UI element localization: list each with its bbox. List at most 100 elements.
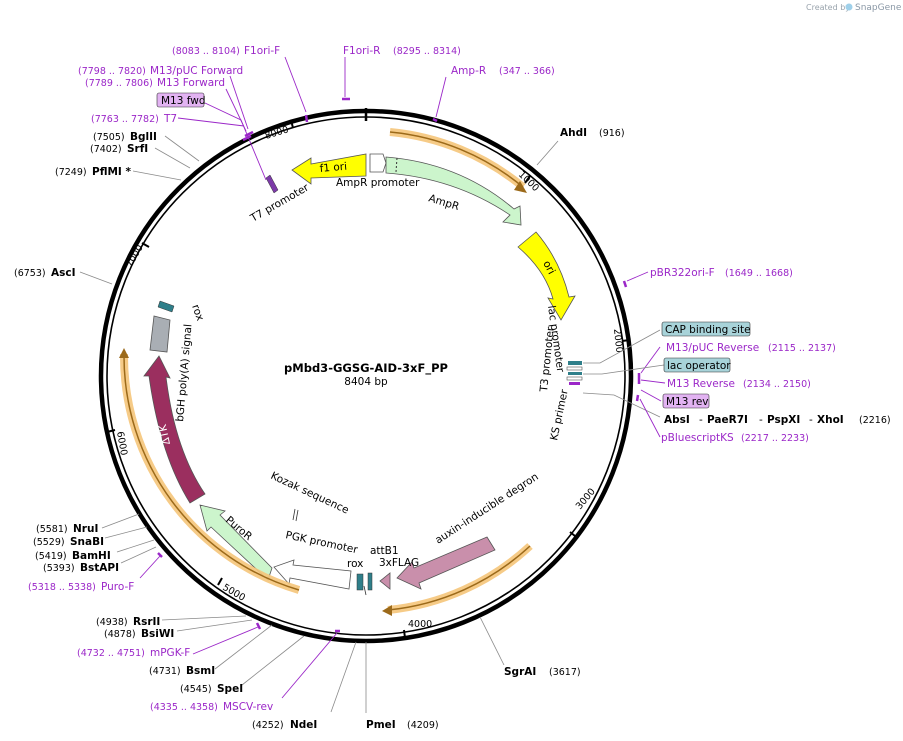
f1ori-f-mark [304, 114, 309, 123]
svg-text:F1ori-R: F1ori-R [343, 45, 380, 57]
bgh-label: bGH poly(A) signal [174, 324, 194, 423]
svg-text:SgrAI: SgrAI [504, 666, 536, 678]
label-f1ori-r: F1ori-R (8295 .. 8314) [343, 45, 461, 57]
leader-lines [79, 56, 666, 713]
svg-text:-: - [699, 414, 703, 426]
svg-text:Puro-F: Puro-F [101, 581, 134, 593]
kozak-tick-1 [292, 508, 296, 521]
svg-text:Amp-R: Amp-R [451, 65, 486, 77]
label-t7: (7763 .. 7782) T7 [91, 113, 177, 125]
label-m13-fwd-box: M13 fwd [156, 92, 206, 108]
label-lac-operator: lac operator [663, 357, 731, 373]
ampr-promoter-feature [369, 153, 387, 173]
label-pbluescriptks: pBluescriptKS (2217 .. 2233) [661, 432, 809, 444]
label-m13-puc-reverse: M13/pUC Reverse (2115 .. 2137) [666, 342, 836, 354]
svg-text:PspXI: PspXI [767, 414, 800, 426]
bgh-polya-feature [149, 315, 171, 353]
kozak-label: Kozak sequence [269, 470, 351, 517]
svg-text:(916): (916) [599, 128, 625, 139]
label-asci: (6753) AscI [14, 267, 76, 279]
ampr-promoter-label: AmpR promoter [336, 177, 420, 189]
svg-text:(4938): (4938) [96, 617, 128, 628]
svg-text:PmeI: PmeI [366, 719, 396, 731]
snapgene-logo-icon [845, 3, 853, 11]
rox2-feature [157, 300, 175, 313]
svg-text:(8295 .. 8314): (8295 .. 8314) [393, 46, 461, 57]
svg-text:8000: 8000 [264, 124, 290, 142]
svg-text:F1ori-F: F1ori-F [244, 45, 280, 57]
ampr-feature [385, 156, 522, 226]
label-cap-binding-site: CAP binding site [661, 321, 751, 337]
kozak-mark [363, 585, 367, 596]
svg-text:(2115 .. 2137): (2115 .. 2137) [768, 343, 836, 354]
svg-text:BstAPI: BstAPI [80, 562, 119, 574]
t7-promoter-feature [265, 174, 279, 194]
svg-text:M13 Forward: M13 Forward [157, 77, 225, 89]
pgk-promoter-feature [273, 559, 352, 590]
svg-text:(2134 .. 2150): (2134 .. 2150) [743, 379, 811, 390]
plasmid-title: pMbd3-GGSG-AID-3xF_PP [284, 361, 448, 376]
f1-ori-label: f1 ori [319, 161, 347, 175]
label-snabi: (5529) SnaBI [33, 536, 104, 548]
svg-text:(7798 .. 7820): (7798 .. 7820) [78, 66, 146, 77]
svg-text:M13 rev: M13 rev [666, 396, 709, 408]
svg-text:(5529): (5529) [33, 537, 65, 548]
svg-text:CAP binding site: CAP binding site [665, 324, 751, 336]
svg-text:(1649 .. 1668): (1649 .. 1668) [725, 268, 793, 279]
ampr-label: AmpR [427, 192, 461, 213]
pbluescriptks-mark [635, 394, 640, 402]
svg-text:(4545): (4545) [180, 684, 212, 695]
svg-text:-: - [759, 414, 763, 426]
label-pbr322ori-f: pBR322ori-F (1649 .. 1668) [650, 267, 793, 279]
label-nrui: (5581) NruI [36, 523, 98, 535]
rox1-label: rox [347, 558, 363, 570]
aid-feature [396, 536, 496, 590]
svg-text:MSCV-rev: MSCV-rev [223, 701, 273, 713]
svg-text:(3617): (3617) [549, 667, 581, 678]
svg-text:(2216): (2216) [859, 415, 891, 426]
svg-text:XhoI: XhoI [817, 414, 844, 426]
svg-text:(7789 .. 7806): (7789 .. 7806) [85, 78, 153, 89]
label-bstapi: (5393) BstAPI [43, 562, 119, 574]
label-xhoi-multi: AbsI - PaeR7I - PspXI - XhoI (2216) [664, 414, 891, 426]
svg-text:lac operator: lac operator [667, 360, 731, 372]
label-m13-forward: (7789 .. 7806) M13 Forward [85, 77, 225, 89]
svg-text:PflMI *: PflMI * [92, 166, 131, 178]
svg-text:M13/pUC Reverse: M13/pUC Reverse [666, 342, 759, 354]
svg-text:(7402): (7402) [90, 144, 122, 155]
svg-text:(5419): (5419) [35, 551, 67, 562]
svg-text:(5581): (5581) [36, 524, 68, 535]
lower-highlight-arrow [387, 545, 531, 611]
lac-operator-mark [568, 372, 582, 375]
t7-promoter-label: T7 promoter [248, 181, 312, 225]
svg-text:SnaBI: SnaBI [70, 536, 104, 548]
left-highlight-arrowhead [119, 348, 129, 358]
amp-r-mark [432, 117, 438, 123]
lac-promoter-mark [566, 366, 583, 371]
tick-7000: 7000 [124, 242, 150, 270]
svg-text:mPGK-F: mPGK-F [150, 647, 190, 659]
svg-text:(2217 .. 2233): (2217 .. 2233) [741, 433, 809, 444]
svg-text:SpeI: SpeI [217, 683, 243, 695]
label-sgrai: SgrAI (3617) [504, 666, 581, 678]
svg-text:AhdI: AhdI [560, 127, 587, 139]
puro-f-mark [157, 552, 163, 558]
svg-text:(347 .. 366): (347 .. 366) [499, 66, 555, 77]
svg-text:pBluescriptKS: pBluescriptKS [661, 432, 734, 444]
label-mscv-rev: (4335 .. 4358) MSCV-rev [150, 701, 273, 713]
svg-text:4000: 4000 [408, 619, 432, 630]
label-pflmi: (7249) PflMI * [55, 166, 131, 178]
svg-text:6000: 6000 [114, 431, 129, 457]
svg-text:2000: 2000 [611, 328, 624, 353]
svg-text:M13/pUC Forward: M13/pUC Forward [150, 65, 243, 77]
credit-text: Created by [806, 3, 850, 12]
tick-4000: 4000 [403, 619, 432, 639]
svg-text:AbsI: AbsI [664, 414, 690, 426]
svg-text:-: - [809, 414, 813, 426]
ks-primer-label: KS primer [548, 388, 571, 442]
pgk-promoter-label: PGK promoter [284, 529, 359, 556]
lower-highlight-arrowhead [382, 605, 392, 616]
label-spei: (4545) SpeI [180, 683, 243, 695]
label-amp-r: Amp-R (347 .. 366) [451, 65, 555, 77]
